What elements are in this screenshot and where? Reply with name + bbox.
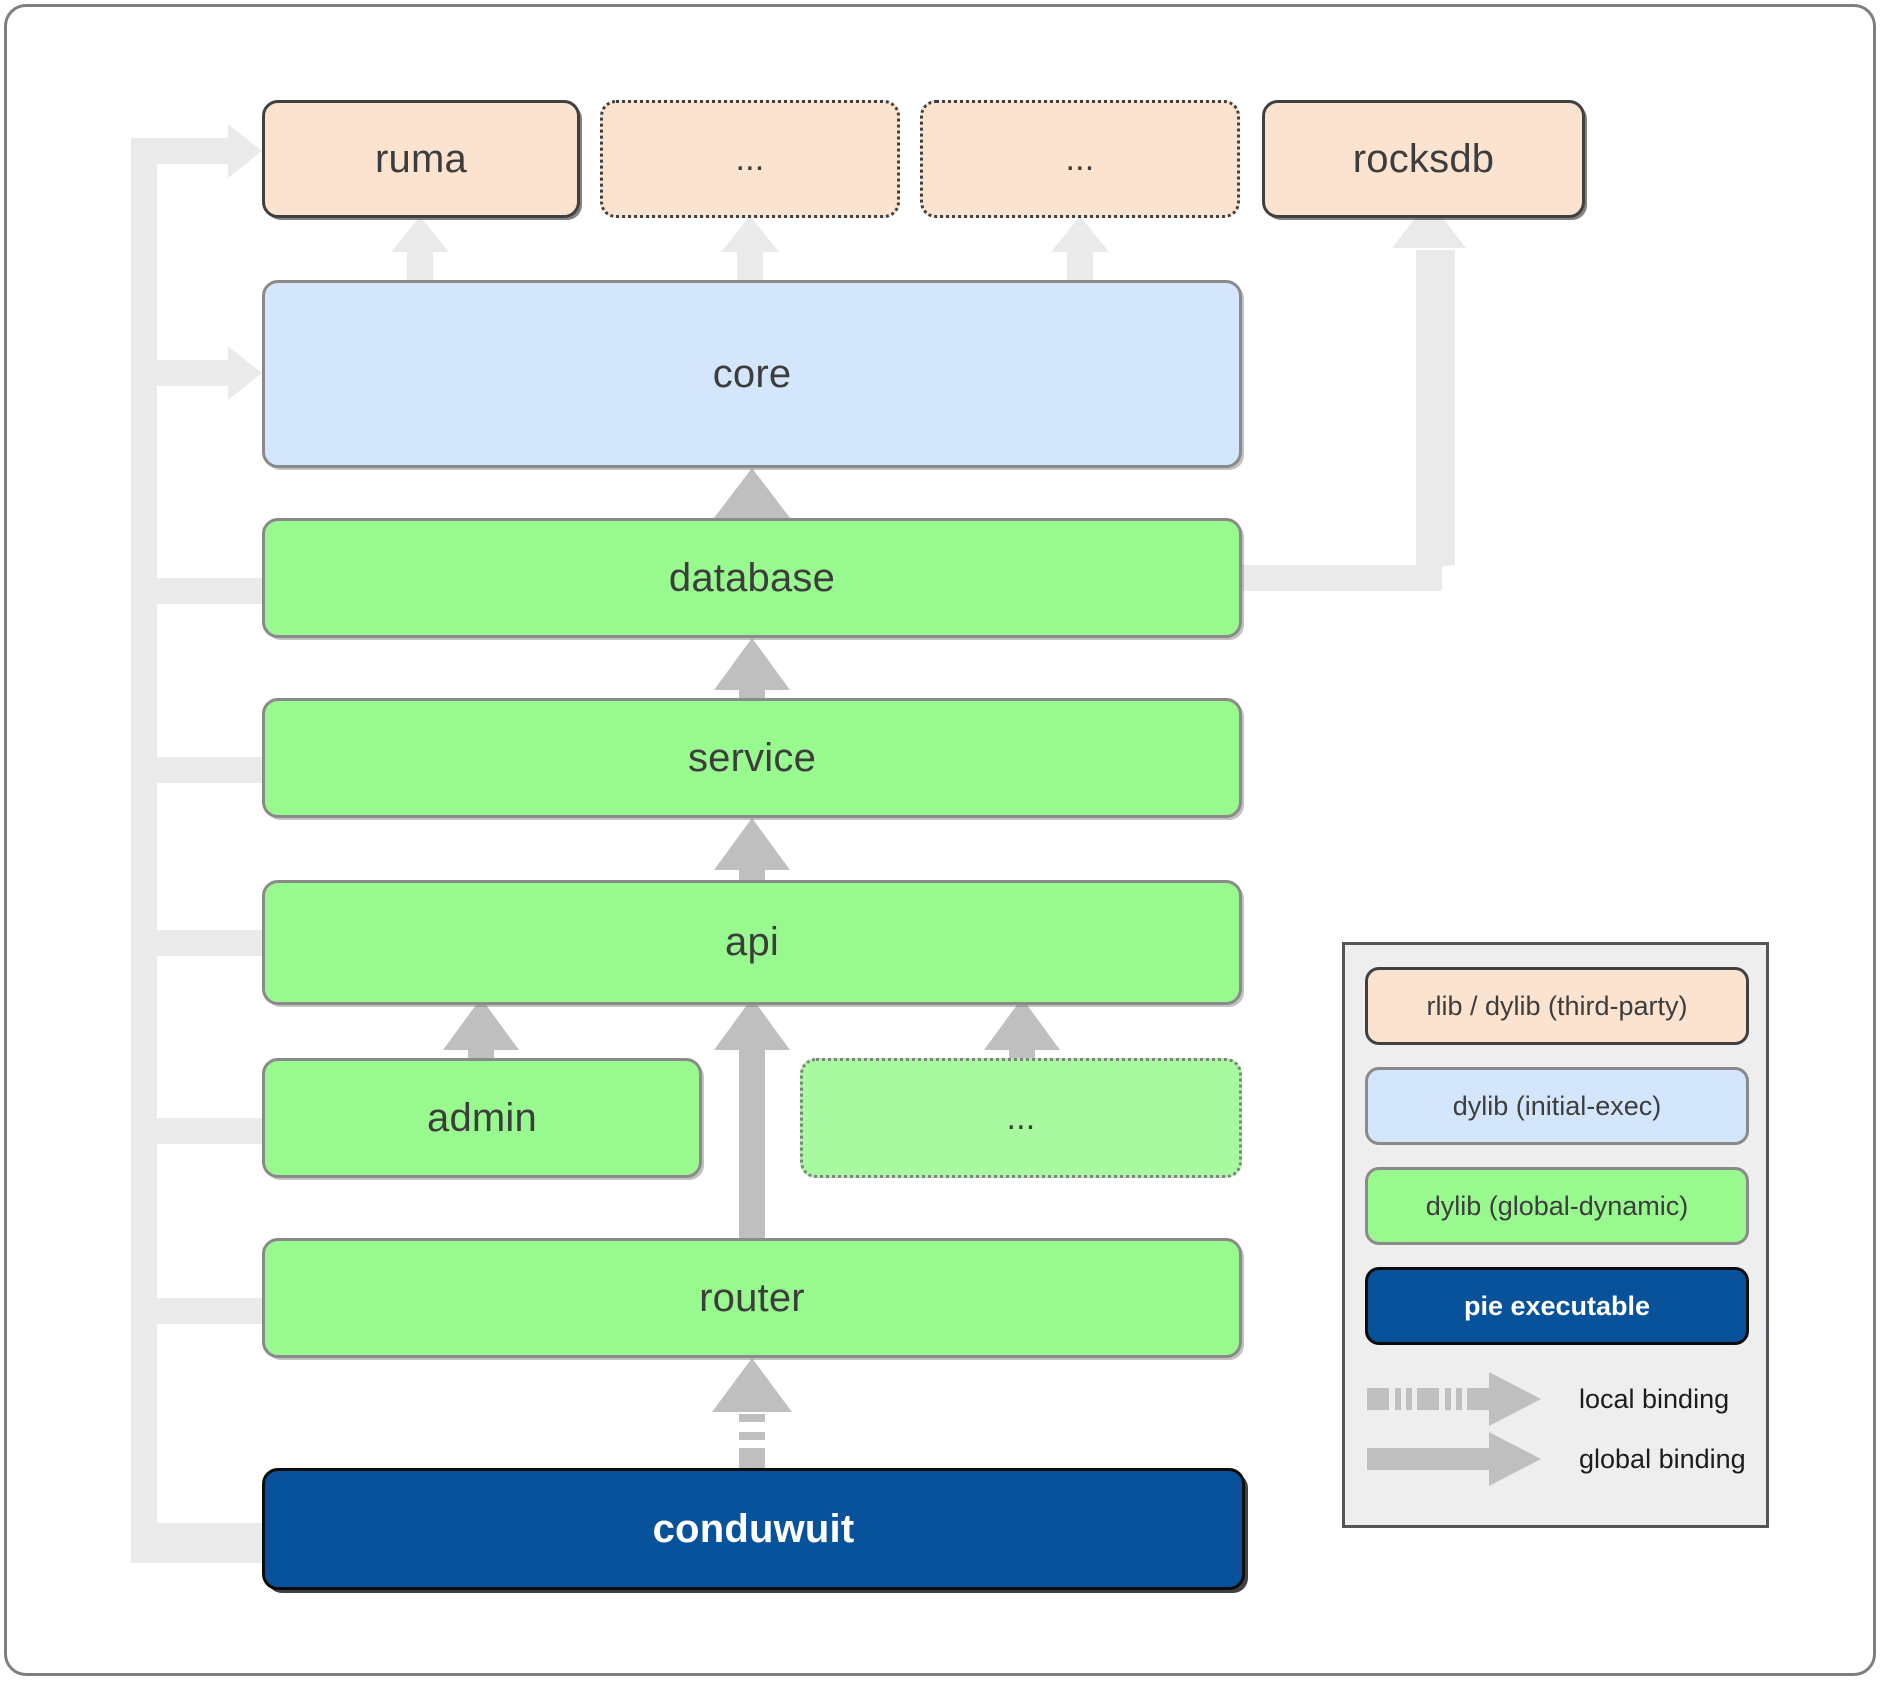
legend-label: local binding <box>1579 1383 1730 1414</box>
node-conduwuit[interactable]: conduwuit <box>262 1468 1245 1590</box>
legend-item-pie-executable: pie executable <box>1365 1267 1749 1345</box>
node-label: api <box>725 920 779 964</box>
edge-admin-to-api <box>443 998 519 1060</box>
legend-item-initial-exec: dylib (initial-exec) <box>1365 1067 1749 1145</box>
legend-label: dylib (global-dynamic) <box>1425 1190 1689 1221</box>
edge-conduwuit-to-core <box>157 346 262 400</box>
edge-conduwuit-to-service <box>157 757 265 783</box>
legend-row-global-binding: global binding <box>1365 1429 1746 1489</box>
node-database[interactable]: database <box>262 518 1242 638</box>
edge-conduwuit-to-admin <box>157 1118 265 1144</box>
node-admin[interactable]: admin <box>262 1058 702 1178</box>
edge-service-to-database <box>714 638 790 700</box>
node-api[interactable]: api <box>262 880 1242 1005</box>
node-label: ... <box>1006 1098 1036 1137</box>
node-label: ... <box>735 139 765 178</box>
edge-conduwuit-to-ruma <box>131 124 262 178</box>
edge-router-to-api <box>714 998 790 1242</box>
legend-row-local-binding: local binding <box>1365 1369 1729 1429</box>
edge-core-to-ellipsis1 <box>721 216 779 284</box>
edge-database-to-core <box>714 468 790 520</box>
edge-core-to-ellipsis2 <box>1051 216 1109 284</box>
edge-api-to-service <box>714 818 790 882</box>
edge-database-to-rocksdb <box>1242 200 1466 591</box>
node-label: ... <box>1065 139 1095 178</box>
node-label: router <box>699 1275 805 1320</box>
node-label: conduwuit <box>652 1506 855 1551</box>
node-label: service <box>687 735 817 780</box>
node-label: core <box>712 351 792 396</box>
legend-item-third-party: rlib / dylib (third-party) <box>1365 967 1749 1045</box>
node-label: admin <box>427 1095 537 1140</box>
node-label: rocksdb <box>1352 136 1495 181</box>
node-ellipsis-top-2[interactable]: ... <box>920 100 1240 218</box>
legend-panel: rlib / dylib (third-party) dylib (initia… <box>1342 942 1769 1528</box>
edge-core-to-ruma <box>391 216 449 284</box>
node-label: ruma <box>375 136 467 181</box>
legend-item-global-dynamic: dylib (global-dynamic) <box>1365 1167 1749 1245</box>
legend-label: pie executable <box>1463 1290 1651 1321</box>
legend-label: dylib (initial-exec) <box>1452 1090 1662 1121</box>
node-label: database <box>668 555 836 600</box>
edge-ellipsis3-to-api <box>984 998 1060 1060</box>
node-rocksdb[interactable]: rocksdb <box>1262 100 1585 218</box>
node-service[interactable]: service <box>262 698 1242 818</box>
edge-conduwuit-to-router <box>157 1298 265 1324</box>
edge-left-bus <box>131 124 266 1563</box>
node-router[interactable]: router <box>262 1238 1242 1358</box>
edge-conduwuit-to-api <box>157 930 265 956</box>
node-ruma[interactable]: ruma <box>262 100 580 218</box>
node-ellipsis-top-1[interactable]: ... <box>600 100 900 218</box>
legend-label: rlib / dylib (third-party) <box>1426 990 1688 1021</box>
edge-conduwuit-to-database <box>157 578 265 604</box>
node-core[interactable]: core <box>262 280 1242 468</box>
node-ellipsis-admin-row[interactable]: ... <box>800 1058 1242 1178</box>
legend-label: global binding <box>1579 1443 1746 1474</box>
edge-conduwuit-to-router-local <box>712 1358 792 1470</box>
solid-arrow-icon <box>1367 1432 1541 1486</box>
dashed-arrow-icon <box>1367 1372 1541 1426</box>
